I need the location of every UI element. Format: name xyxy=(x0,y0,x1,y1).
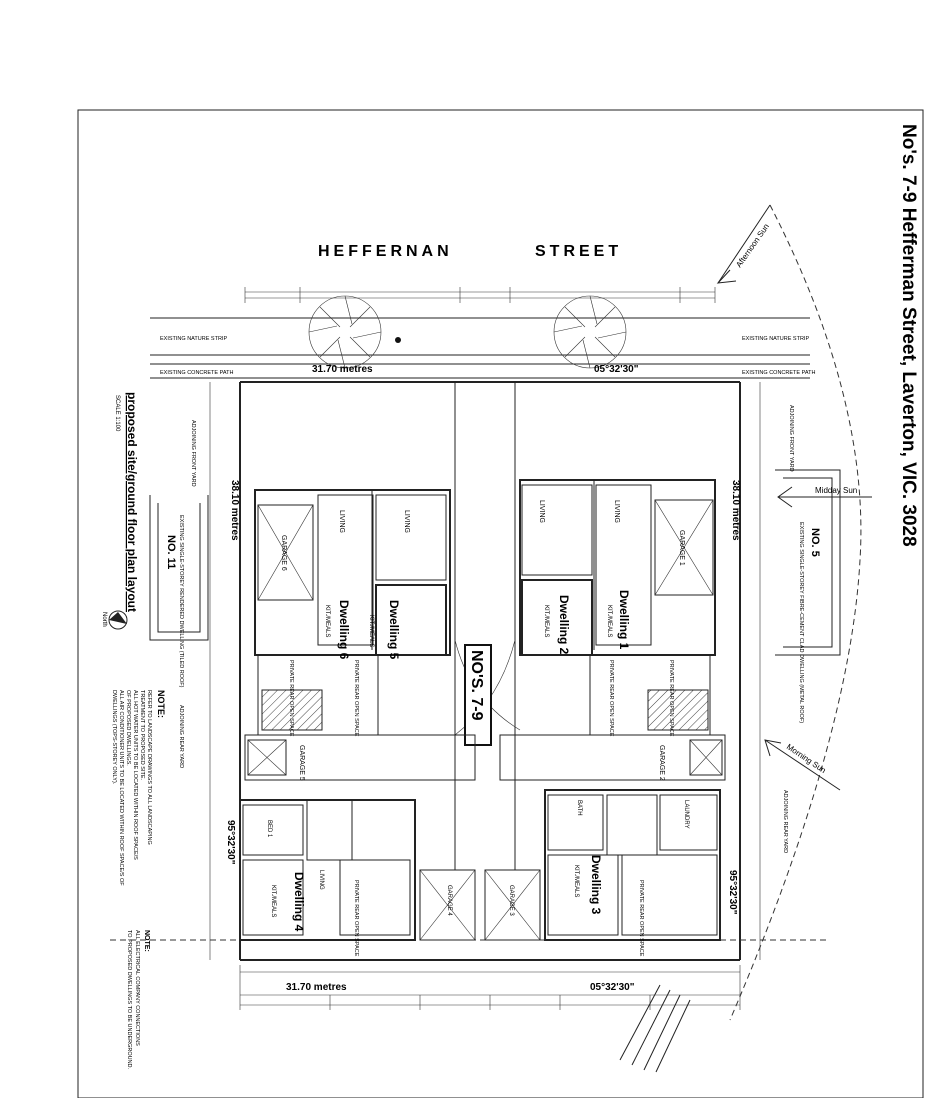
bath-3-label: BATH xyxy=(576,800,582,816)
plan-scale: SCALE 1:100 xyxy=(114,395,120,432)
top-dimension-line xyxy=(244,287,716,303)
dwelling-3-label: Dwelling 3 xyxy=(589,855,603,915)
pos-3-label: PRIVATE REAR OPEN SPACE xyxy=(638,880,644,957)
bottom-sun-hatch xyxy=(619,984,691,1073)
pos-5-label: PRIVATE REAR OPEN SPACE xyxy=(353,660,359,737)
dwelling-block-2-1: Dwelling 2 Dwelling 1 GARAGE 1 LIVING LI… xyxy=(519,479,716,737)
kit-4-label: KIT./MEALS xyxy=(270,885,276,917)
right-angle-label: 95°32'30" xyxy=(727,870,738,915)
adjoining-rear-yard-left: ADJOINING REAR YARD xyxy=(178,705,184,768)
dwelling-block-6-5: Dwelling 6 Dwelling 5 GARAGE 6 LIVING LI… xyxy=(254,489,451,737)
no11-desc: EXISTING SINGLE-STOREY RENDERED DWELLING… xyxy=(178,515,184,688)
street-name-left: HEFFERNAN xyxy=(318,243,453,260)
midday-sun-arrow: Midday Sun xyxy=(777,486,872,508)
right-depth-label: 38.10 metres xyxy=(730,480,741,541)
living-5-label: LIVING xyxy=(403,510,410,533)
note2-line-2: TO PROPOSED DWELLINGS TO BE UNDERGROUND. xyxy=(126,930,132,1070)
adjoining-rear-yard-right: ADJOINING REAR YARD xyxy=(782,790,788,853)
pos-6-label: PRIVATE REAR OPEN SPACE xyxy=(288,660,294,737)
garage-1-label: GARAGE 1 xyxy=(678,530,685,566)
note-line-5: ALL AIR CONDITIONER UNITS TO BE LOCATED … xyxy=(118,690,124,886)
living-1-label: LIVING xyxy=(613,500,620,523)
dwelling-1-label: Dwelling 1 xyxy=(617,590,631,650)
kit-3-label: KIT./MEALS xyxy=(573,865,579,897)
no5-desc: EXISTING SINGLE-STOREY FIBRE-CEMENT CLAD… xyxy=(798,522,804,723)
left-angle-label: 95°32'30" xyxy=(225,820,236,865)
north-arrow-icon: North xyxy=(101,610,128,630)
garage-6-label: GARAGE 6 xyxy=(280,535,287,571)
garage-5-label: GARAGE 5 xyxy=(298,745,305,781)
left-depth-label: 38.10 metres xyxy=(229,480,240,541)
garage-4-label: GARAGE 4 xyxy=(446,885,452,916)
kit-1-label: KIT./MEALS xyxy=(606,605,612,637)
dwelling-block-4: Dwelling 4 GARAGE 4 KIT./MEALS LIVING BE… xyxy=(239,799,476,957)
sheet-border xyxy=(77,109,924,1099)
dwelling-4-label: Dwelling 4 xyxy=(292,872,306,932)
site-name-box xyxy=(464,644,492,746)
pos-4-label: PRIVATE REAR OPEN SPACE xyxy=(353,880,359,957)
adjoining-front-yard-left: ADJOINING FRONT YARD xyxy=(190,420,196,487)
dwelling-6-label: Dwelling 6 xyxy=(337,600,351,660)
site-name-label: NO'S. 7-9 xyxy=(468,650,485,721)
afternoon-sun-label: Afternoon Sun xyxy=(734,222,771,269)
bottom-length-label: 31.70 metres xyxy=(286,982,347,993)
nature-strip-right: EXISTING NATURE STRIP xyxy=(742,336,809,342)
concrete-path-left: EXISTING CONCRETE PATH xyxy=(160,370,233,376)
rear-garages: GARAGE 5 GARAGE 2 xyxy=(244,734,726,781)
pos-2-label: PRIVATE REAR OPEN SPACE xyxy=(608,660,614,737)
plan-title: proposed site/ground floor plan layout xyxy=(125,392,139,612)
kit-6-label: KIT./MEALS xyxy=(324,605,330,637)
adjoining-front-yard-right: ADJOINING FRONT YARD xyxy=(788,405,794,472)
living-2-label: LIVING xyxy=(538,500,545,523)
top-length-label: 31.70 metres xyxy=(312,364,373,375)
neighbour-no5: NO. 5 EXISTING SINGLE-STOREY FIBRE-CEMEN… xyxy=(775,405,841,853)
dwelling-5-label: Dwelling 5 xyxy=(387,600,401,660)
afternoon-sun-arrow: Afternoon Sun xyxy=(716,204,771,284)
kit-2-label: KIT./MEALS xyxy=(543,605,549,637)
concrete-path-right: EXISTING CONCRETE PATH xyxy=(742,370,815,376)
note2-line-1: ALL ELECTRICAL COMPANY CONNECTIONS xyxy=(134,930,140,1046)
drawing-title: No's. 7-9 Hefferman Street, Laverton, VI… xyxy=(898,124,919,547)
nature-strip-left: EXISTING NATURE STRIP xyxy=(160,336,227,342)
neighbour-no11: NO. 11 EXISTING SINGLE-STOREY RENDERED D… xyxy=(149,420,209,768)
street-tree-right xyxy=(553,295,627,369)
sun-path-arc xyxy=(729,204,862,1021)
midday-sun-label: Midday Sun xyxy=(815,486,857,495)
morning-sun-arrow: Morning Sun xyxy=(764,739,841,791)
central-driveway: NO'S. 7-9 xyxy=(454,382,521,870)
garage-3-label: GARAGE 3 xyxy=(508,885,514,916)
notes-block-electrical: NOTE: ALL ELECTRICAL COMPANY CONNECTIONS… xyxy=(126,930,150,1070)
street-frontage: EXISTING NATURE STRIP EXISTING NATURE ST… xyxy=(150,317,815,379)
bed-4-label: BED 1 xyxy=(266,820,272,838)
garage-2-label: GARAGE 2 xyxy=(658,745,665,781)
notes-heading: NOTE: xyxy=(156,690,166,718)
note-line-3: ALL HOT WATER UNITS TO BE LOCATED WITHIN… xyxy=(132,690,138,860)
rear-dimension-line xyxy=(239,965,741,1010)
pos-1-label: PRIVATE REAR OPEN SPACE xyxy=(668,660,674,737)
street-name-right: STREET xyxy=(535,243,622,260)
note-line-2: TREATMENT TO PROPOSED SITE. xyxy=(139,690,145,781)
notes-block: NOTE: REFER TO LANDSCAPE DRAWINGS TO ALL… xyxy=(111,690,166,886)
living-6-label: LIVING xyxy=(338,510,345,533)
dwelling-2-label: Dwelling 2 xyxy=(557,595,571,655)
note-line-4: OF PROPOSED DWELLINGS. xyxy=(125,690,131,766)
dwelling-block-3: Dwelling 3 GARAGE 3 KIT./MEALS BATH LAUN… xyxy=(484,789,721,957)
note-line-6: DWELLINGS (TOPS-STOREY ONLY). xyxy=(111,690,117,785)
bottom-bearing-label: 05°32'30" xyxy=(590,982,635,993)
living-4-label: LIVING xyxy=(318,870,324,890)
north-label: North xyxy=(101,612,107,627)
laundry-3-label: LAUNDRY xyxy=(683,800,689,829)
no5-number: NO. 5 xyxy=(809,528,821,557)
note-line-1: REFER TO LANDSCAPE DRAWINGS TO ALL LANDS… xyxy=(146,690,152,845)
note2-heading: NOTE: xyxy=(143,930,150,952)
kit-5-label: KIT./MEALS xyxy=(368,615,374,647)
top-bearing-label: 05°32'30" xyxy=(594,364,639,375)
street-tree-left xyxy=(308,295,401,369)
no11-number: NO. 11 xyxy=(165,535,177,569)
morning-sun-label: Morning Sun xyxy=(785,742,828,775)
